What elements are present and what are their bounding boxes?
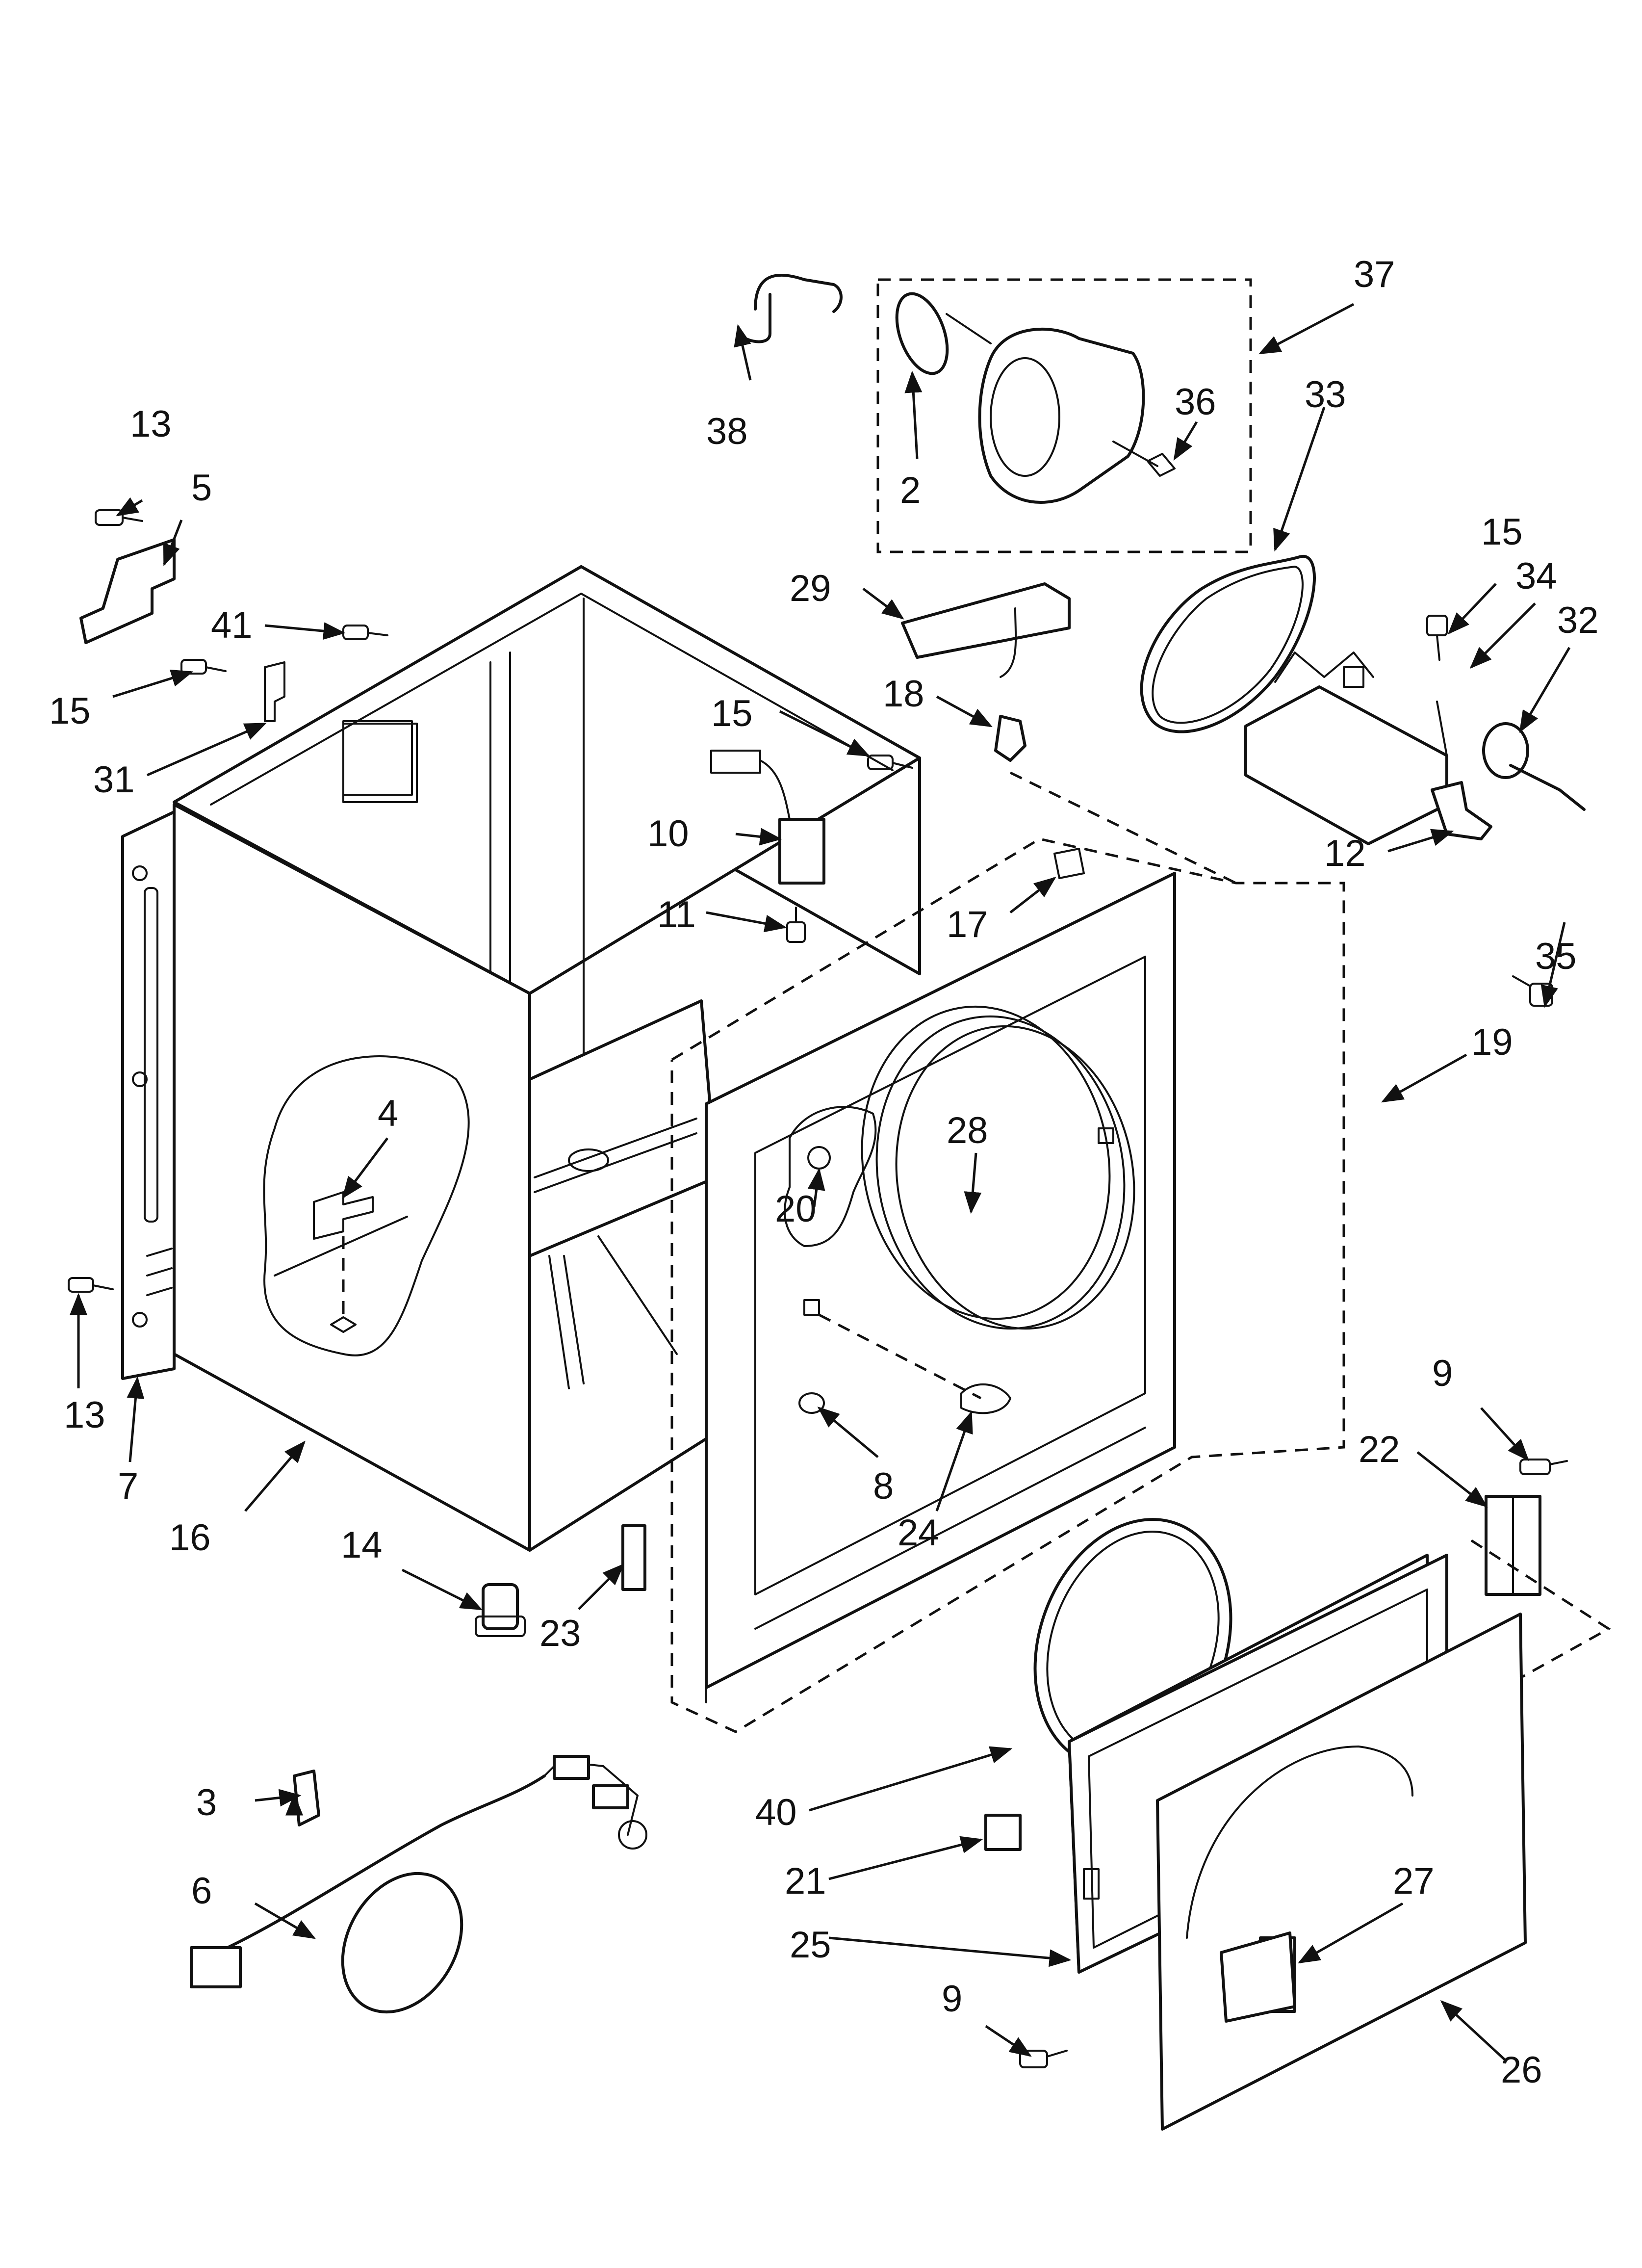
callout-14: 14 [341,1524,383,1566]
callout-31: 31 [93,759,135,801]
callout-4: 4 [378,1093,398,1134]
callout-26: 26 [1501,2049,1542,2091]
callout-33: 33 [1305,374,1346,416]
callout-19: 19 [1471,1021,1513,1063]
screw-15c-icon [1426,615,1448,661]
callout-41: 41 [211,604,253,646]
screw-15a-icon [180,659,227,675]
callout-29: 29 [790,568,831,609]
callout-5: 5 [191,467,212,509]
callout-15b: 15 [711,693,753,734]
callout-20: 20 [775,1188,817,1230]
door-assembly [1033,1518,1611,2131]
callout-25: 25 [790,1924,831,1966]
callout-6: 6 [191,1870,212,1912]
callout-36: 36 [1175,381,1216,423]
screw-41-icon [342,625,388,640]
callout-7: 7 [118,1465,138,1507]
callout-21: 21 [785,1860,826,1902]
callout-27: 27 [1393,1860,1435,1902]
screw-15b-icon [867,755,913,770]
callout-10: 10 [647,813,689,855]
callouts: 37 36 33 38 2 15 34 32 29 18 15 10 11 17… [49,254,1599,2091]
small-parts [68,273,1586,2068]
drive-belt [1140,554,1316,733]
callout-32: 32 [1557,600,1599,641]
callout-34: 34 [1515,555,1557,597]
callout-11: 11 [657,894,696,936]
callout-13a: 13 [130,403,172,445]
screw-9a-icon [1519,1459,1568,1475]
callout-37: 37 [1354,254,1395,295]
callout-9b: 9 [942,1978,962,2020]
callout-15c: 15 [1481,511,1523,553]
callout-23: 23 [539,1613,581,1654]
callout-22: 22 [1359,1429,1400,1470]
callout-13b: 13 [64,1394,105,1436]
callout-28: 28 [947,1110,988,1151]
callout-18: 18 [883,673,924,715]
callout-9a: 9 [1432,1353,1453,1394]
callout-16: 16 [169,1517,211,1559]
callout-40: 40 [755,1792,797,1833]
callout-24: 24 [898,1512,939,1554]
callout-17: 17 [947,904,988,945]
screw-13a-icon [95,509,143,526]
motor-bracket [1244,652,1492,845]
screw-13b-icon [68,1277,114,1293]
callout-38: 38 [706,411,748,452]
leader-arrows [70,303,1571,2061]
front-panel [705,872,1176,1703]
callout-2: 2 [900,469,921,511]
motor-assembly [876,278,1252,553]
callout-15a: 15 [49,690,91,732]
callout-12: 12 [1324,833,1366,874]
callout-35: 35 [1535,936,1577,977]
callout-3: 3 [196,1782,217,1824]
dashed-assembly-outline [670,771,1345,1733]
screw-11-icon [786,907,806,943]
callout-8: 8 [873,1465,894,1507]
screw-9b-icon [1019,2050,1068,2068]
